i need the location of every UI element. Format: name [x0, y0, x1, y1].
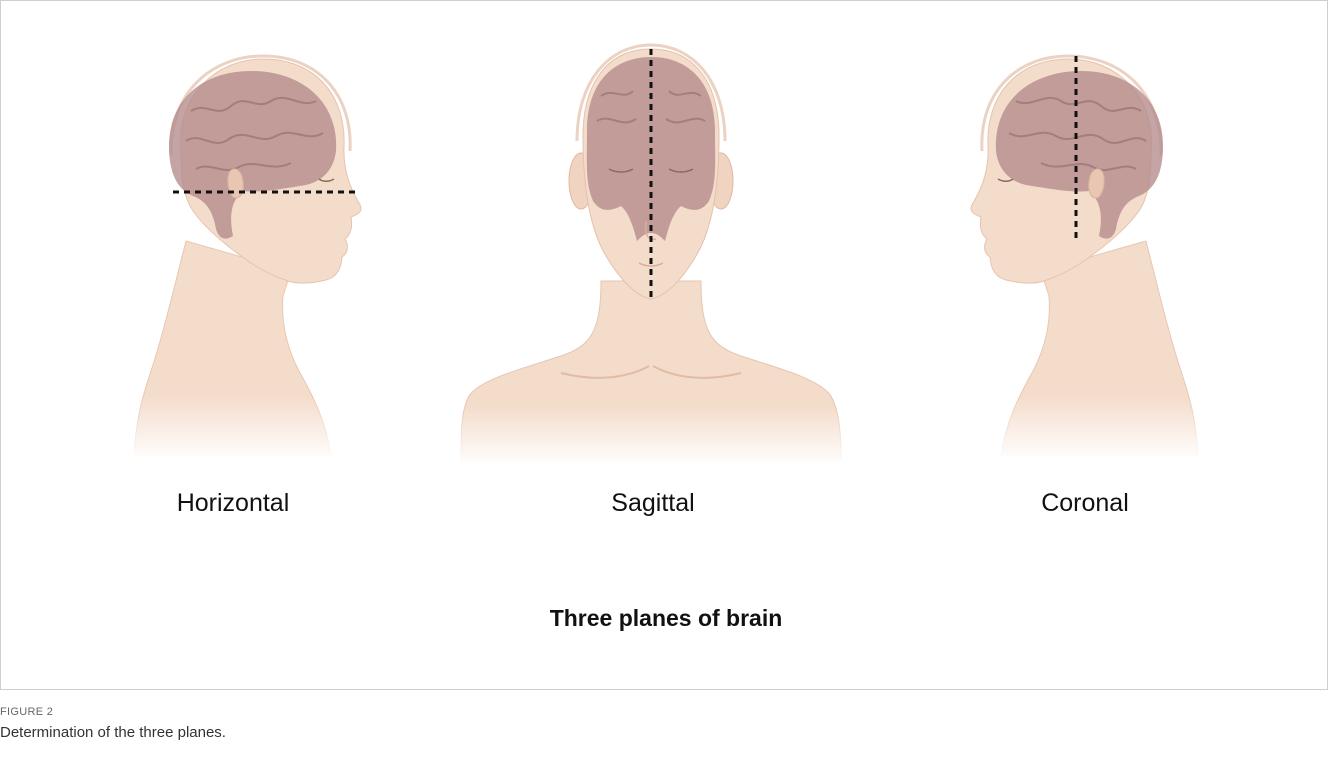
coronal-head	[971, 56, 1216, 461]
figure-title: Three planes of brain	[1, 605, 1330, 632]
plane-label-coronal: Coronal	[935, 489, 1235, 518]
plane-label-sagittal: Sagittal	[503, 489, 803, 518]
figure-caption: Determination of the three planes.	[0, 724, 226, 741]
horizontal-head	[121, 56, 361, 461]
figure-frame: Horizontal Sagittal Coronal Three planes…	[0, 0, 1328, 690]
sagittal-head	[451, 45, 851, 466]
figure-number: FIGURE 2	[0, 706, 53, 718]
plane-label-horizontal: Horizontal	[83, 489, 383, 518]
three-heads-illustration	[1, 1, 1330, 691]
